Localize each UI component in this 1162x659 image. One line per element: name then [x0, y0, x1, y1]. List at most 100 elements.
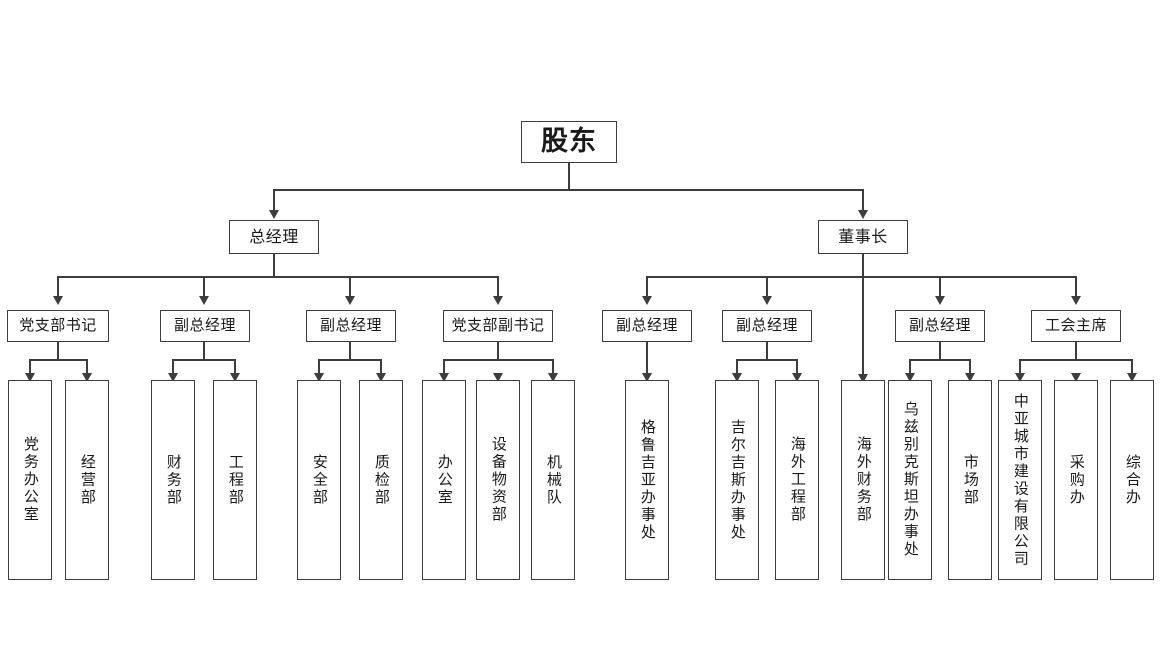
arrow-grpG-l1 — [905, 373, 915, 382]
leaf-overseas-engineering-dept[interactable]: 海外工程部 — [775, 380, 819, 580]
leaf-market-dept[interactable]: 市场部 — [948, 380, 992, 580]
node-label: 设备物资部 — [489, 436, 508, 524]
node-deputy-gm-4[interactable]: 副总经理 — [722, 310, 812, 342]
node-deputy-gm-2[interactable]: 副总经理 — [306, 310, 396, 342]
arrow-grpH-l2 — [1071, 373, 1081, 382]
connector-grpC-stem — [349, 342, 351, 360]
node-label: 党支部书记 — [19, 316, 97, 335]
arrow-gm-to-c1 — [53, 296, 63, 305]
arrow-grpD-l3 — [548, 373, 558, 382]
arrow-grpH-l1 — [1015, 373, 1025, 382]
leaf-engineering-dept[interactable]: 工程部 — [213, 380, 257, 580]
leaf-safety-dept[interactable]: 安全部 — [297, 380, 341, 580]
arrow-grpB-l1 — [168, 373, 178, 382]
node-deputy-gm-5[interactable]: 副总经理 — [895, 310, 985, 342]
node-label: 董事长 — [838, 226, 888, 246]
node-label: 股东 — [541, 126, 597, 158]
connector-chairman-to-c2 — [766, 276, 768, 298]
leaf-party-affairs-office[interactable]: 党务办公室 — [8, 380, 52, 580]
node-chairman[interactable]: 董事长 — [818, 220, 908, 254]
node-party-branch-secretary[interactable]: 党支部书记 — [7, 310, 109, 342]
connector-root-to-gm — [273, 189, 275, 212]
leaf-central-asia-urban-construction-co[interactable]: 中亚城市建设有限公司 — [998, 380, 1042, 580]
connector-chairman-to-c3 — [939, 276, 941, 298]
leaf-kyrgyzstan-office[interactable]: 吉尔吉斯办事处 — [715, 380, 759, 580]
node-label: 格鲁吉亚办事处 — [638, 418, 657, 542]
arrow-gm-to-c4 — [493, 296, 503, 305]
leaf-quality-inspection-dept[interactable]: 质检部 — [359, 380, 403, 580]
connector-grpD-bus — [443, 359, 553, 361]
node-deputy-gm-1[interactable]: 副总经理 — [160, 310, 250, 342]
connector-grpA-l1 — [29, 359, 31, 375]
connector-grpH-l3 — [1131, 359, 1133, 375]
node-label: 党支部副书记 — [451, 316, 545, 335]
node-deputy-gm-3[interactable]: 副总经理 — [602, 310, 692, 342]
connector-chairman-stem — [862, 254, 864, 277]
arrow-grpD-l1 — [439, 373, 449, 382]
connector-grpD-stem — [497, 342, 499, 360]
node-label: 市场部 — [961, 453, 980, 507]
node-label: 机械队 — [544, 453, 563, 507]
connector-grpG-l1 — [909, 359, 911, 375]
arrow-root-to-chairman — [858, 210, 868, 219]
connector-grpC-l2 — [380, 359, 382, 375]
connector-gm-stem — [273, 254, 275, 277]
leaf-operations-dept[interactable]: 经营部 — [65, 380, 109, 580]
leaf-overseas-finance-dept[interactable]: 海外财务部 — [841, 380, 885, 580]
connector-grpA-bus — [29, 359, 87, 361]
connector-grpB-l2 — [234, 359, 236, 375]
connector-grpF-stem — [766, 342, 768, 360]
connector-grpH-stem — [1075, 342, 1077, 360]
node-label: 副总经理 — [908, 316, 971, 335]
node-root-shareholders[interactable]: 股东 — [521, 121, 617, 163]
connector-grpC-l1 — [318, 359, 320, 375]
arrow-grpF-l2 — [792, 373, 802, 382]
connector-chairman-bus — [646, 276, 1076, 278]
connector-gm-to-c1 — [57, 276, 59, 298]
arrow-grpB-l2 — [230, 373, 240, 382]
arrow-grpE-l1 — [642, 373, 652, 382]
node-label: 综合办 — [1123, 453, 1142, 507]
connector-chairman-to-c1 — [646, 276, 648, 298]
connector-grpB-bus — [172, 359, 235, 361]
node-label: 工程部 — [226, 453, 245, 507]
leaf-uzbekistan-office[interactable]: 乌兹别克斯坦办事处 — [888, 380, 932, 580]
leaf-office[interactable]: 办公室 — [422, 380, 466, 580]
connector-grpB-stem — [203, 342, 205, 360]
arrow-grpA-l2 — [82, 373, 92, 382]
arrow-chairman-to-c4 — [1071, 296, 1081, 305]
node-label: 副总经理 — [319, 316, 382, 335]
connector-grpF-bus — [736, 359, 797, 361]
node-party-branch-deputy-secretary[interactable]: 党支部副书记 — [443, 310, 553, 342]
connector-grpA-l2 — [86, 359, 88, 375]
leaf-general-affairs-office[interactable]: 综合办 — [1110, 380, 1154, 580]
leaf-finance-dept[interactable]: 财务部 — [151, 380, 195, 580]
node-union-chairman[interactable]: 工会主席 — [1031, 310, 1121, 342]
node-label: 中亚城市建设有限公司 — [1011, 392, 1030, 568]
connector-gm-to-c4 — [497, 276, 499, 298]
leaf-georgia-office[interactable]: 格鲁吉亚办事处 — [625, 380, 669, 580]
leaf-procurement-office[interactable]: 采购办 — [1054, 380, 1098, 580]
node-general-manager[interactable]: 总经理 — [229, 220, 319, 254]
connector-grpD-l1 — [443, 359, 445, 375]
connector-grpF-l2 — [796, 359, 798, 375]
node-label: 质检部 — [372, 453, 391, 507]
node-label: 副总经理 — [735, 316, 798, 335]
connector-grpA-stem — [57, 342, 59, 360]
node-label: 财务部 — [164, 453, 183, 507]
node-label: 办公室 — [435, 453, 454, 507]
connector-grpC-bus — [318, 359, 381, 361]
arrow-chairman-to-c3 — [935, 296, 945, 305]
arrow-grpC-l1 — [314, 373, 324, 382]
arrow-grpD-l2 — [493, 373, 503, 382]
connector-chairman-to-overseas-finance — [862, 276, 864, 376]
leaf-machinery-team[interactable]: 机械队 — [531, 380, 575, 580]
connector-grpG-l2 — [969, 359, 971, 375]
leaf-equipment-materials-dept[interactable]: 设备物资部 — [476, 380, 520, 580]
connector-grpF-l1 — [736, 359, 738, 375]
node-label: 海外工程部 — [788, 436, 807, 524]
node-label: 副总经理 — [615, 316, 678, 335]
arrow-gm-to-c2 — [199, 296, 209, 305]
node-label: 乌兹别克斯坦办事处 — [901, 401, 920, 559]
